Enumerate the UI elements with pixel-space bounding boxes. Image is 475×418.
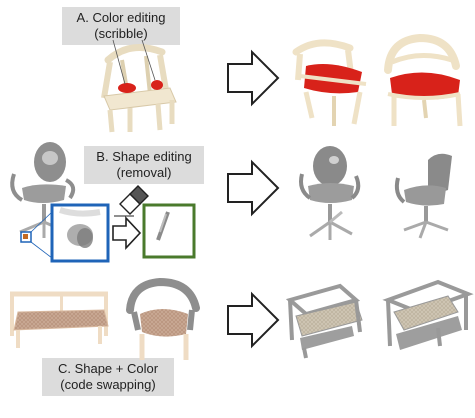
input-office-chair xyxy=(10,142,76,238)
output-chair-red-1 xyxy=(292,39,367,126)
output-chair-red-2 xyxy=(384,33,463,127)
arrow-right-icon xyxy=(227,159,280,217)
output-office-chair-2 xyxy=(394,153,452,239)
output-office-chair-1 xyxy=(299,146,361,240)
zoom-source-marker xyxy=(20,231,32,243)
zoom-panel-before xyxy=(50,203,110,263)
input-chair-scribble xyxy=(101,39,177,133)
zoom-panel-after xyxy=(142,203,196,259)
output-bench-2 xyxy=(382,279,474,350)
caption-color-editing: A. Color editing (scribble) xyxy=(62,7,180,45)
scribble-mark xyxy=(151,80,163,90)
eraser-icon xyxy=(114,185,149,217)
input-bench xyxy=(10,291,109,348)
input-armchair xyxy=(126,277,200,360)
arrow-right-icon xyxy=(227,49,280,107)
caption-line-1: C. Shape + Color xyxy=(57,361,159,376)
caption-line-1: B. Shape editing xyxy=(96,149,192,164)
caption-line-2: (code swapping) xyxy=(60,377,156,392)
caption-shape-editing: B. Shape editing (removal) xyxy=(84,146,204,184)
caption-line-1: A. Color editing xyxy=(76,10,166,25)
caption-line-2: (scribble) xyxy=(94,26,148,41)
arrow-right-icon xyxy=(227,291,280,349)
output-bench-1 xyxy=(285,283,363,359)
scribble-mark xyxy=(118,83,136,93)
caption-shape-color: C. Shape + Color (code swapping) xyxy=(42,358,174,396)
caption-line-2: (removal) xyxy=(116,165,172,180)
arrow-right-icon xyxy=(112,215,142,251)
